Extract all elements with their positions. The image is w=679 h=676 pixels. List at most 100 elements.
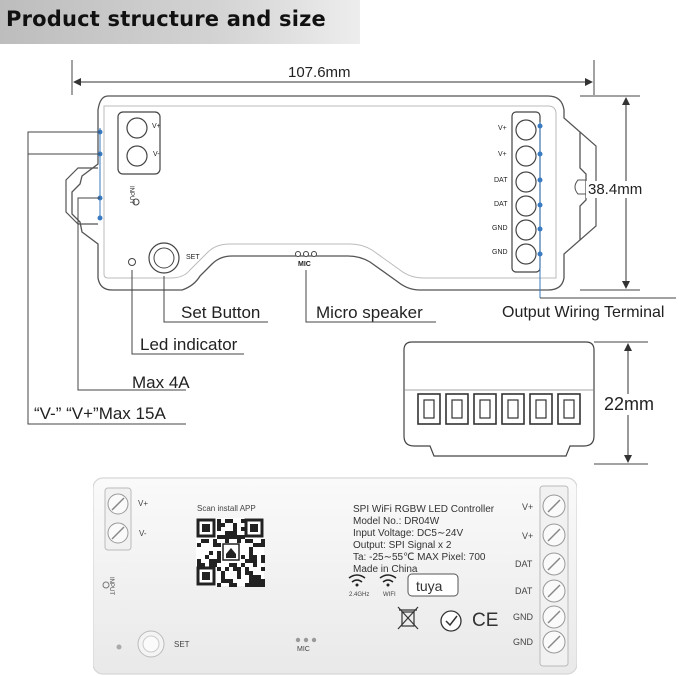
qr-cell bbox=[261, 579, 265, 583]
scan-install-label: Scan install APP bbox=[197, 504, 256, 513]
photo-input-v-minus: V- bbox=[139, 529, 147, 538]
qr-cell bbox=[245, 567, 249, 571]
qr-cell bbox=[225, 539, 229, 543]
qr-cell bbox=[229, 519, 233, 523]
board-edge bbox=[103, 105, 557, 279]
qr-cell bbox=[209, 559, 213, 563]
qr-cell bbox=[213, 543, 217, 547]
controller-outline bbox=[71, 95, 587, 291]
side-view-body bbox=[403, 341, 595, 457]
spec-line: Output: SPI Signal x 2 bbox=[353, 540, 452, 551]
qr-cell bbox=[233, 531, 237, 535]
board-mic-label: MIC bbox=[298, 261, 311, 268]
qr-cell bbox=[217, 567, 221, 571]
qr-cell bbox=[257, 575, 261, 579]
qr-cell bbox=[225, 535, 229, 539]
photo-output-label: DAT bbox=[515, 586, 533, 596]
qr-cell bbox=[225, 579, 229, 583]
output-wiring-dots bbox=[537, 123, 543, 257]
led-indicator-callout: Led indicator bbox=[140, 335, 238, 354]
input-screw-1 bbox=[126, 117, 148, 139]
qr-cell bbox=[253, 579, 257, 583]
qr-cell bbox=[205, 539, 209, 543]
qr-cell bbox=[213, 559, 217, 563]
qr-cell bbox=[217, 555, 221, 559]
qr-cell bbox=[233, 583, 237, 587]
qr-cell bbox=[249, 555, 253, 559]
ce-mark: CE bbox=[472, 610, 499, 631]
width-dimension-label: 38.4mm bbox=[586, 181, 645, 198]
qr-cell bbox=[237, 535, 241, 539]
photo-screw-slot bbox=[111, 526, 125, 540]
qr-cell bbox=[249, 551, 253, 555]
qr-cell bbox=[217, 543, 221, 547]
qr-cell bbox=[245, 583, 249, 587]
qr-cell bbox=[217, 527, 221, 531]
photo-output-label: GND bbox=[513, 637, 533, 647]
photo-mic-label: MIC bbox=[297, 646, 310, 653]
qr-cell bbox=[217, 519, 221, 523]
photo-output-screws bbox=[542, 494, 566, 654]
top-view-drawing bbox=[27, 60, 676, 465]
photo-output-label: DAT bbox=[515, 559, 533, 569]
qr-cell bbox=[253, 583, 257, 587]
qr-cell bbox=[229, 579, 233, 583]
wifi-24ghz-label: 2.4GHz bbox=[349, 592, 370, 598]
micro-speaker-callout: Micro speaker bbox=[316, 303, 423, 322]
qr-cell bbox=[261, 555, 265, 559]
output-wiring-callout: Output Wiring Terminal bbox=[502, 304, 665, 321]
qr-cell bbox=[249, 539, 253, 543]
micro-speaker-leader bbox=[305, 270, 436, 323]
qr-cell bbox=[221, 579, 225, 583]
input-terminal-v-plus: V+ bbox=[152, 123, 161, 130]
qr-cell bbox=[229, 535, 233, 539]
section-header: Product structure and size bbox=[0, 0, 360, 44]
led-indicator-leader bbox=[131, 270, 244, 355]
qr-cell bbox=[213, 563, 217, 567]
qr-cell bbox=[217, 551, 221, 555]
qr-cell bbox=[217, 535, 221, 539]
product-photo bbox=[93, 477, 577, 675]
qr-cell bbox=[249, 583, 253, 587]
input-polarity-icon bbox=[132, 198, 140, 206]
qr-cell bbox=[213, 539, 217, 543]
wifi-label: WIFI bbox=[383, 592, 396, 598]
qr-cell bbox=[241, 519, 245, 523]
max-15a-leader bbox=[27, 131, 186, 425]
qr-cell bbox=[253, 559, 257, 563]
set-button-inner bbox=[153, 247, 175, 269]
qr-cell bbox=[229, 583, 233, 587]
qr-cell bbox=[229, 563, 233, 567]
qr-cell bbox=[225, 531, 229, 535]
qr-cell bbox=[229, 531, 233, 535]
photo-input-v-plus: V+ bbox=[138, 499, 149, 508]
qr-cell bbox=[237, 571, 241, 575]
led-indicator-dot bbox=[128, 258, 136, 266]
qr-cell bbox=[197, 543, 201, 547]
qr-cell bbox=[237, 539, 241, 543]
qr-cell bbox=[245, 559, 249, 563]
qr-cell bbox=[245, 571, 249, 575]
qr-cell bbox=[237, 575, 241, 579]
qr-cell bbox=[261, 539, 265, 543]
qr-cell bbox=[237, 567, 241, 571]
qr-cell bbox=[221, 523, 225, 527]
input-label: INPUT bbox=[128, 186, 134, 204]
qr-cell bbox=[249, 547, 253, 551]
qr-cell bbox=[201, 539, 205, 543]
qr-cell bbox=[225, 567, 229, 571]
tuya-logo bbox=[407, 573, 459, 597]
max-4a-callout: Max 4A bbox=[132, 373, 190, 392]
qr-cell bbox=[249, 579, 253, 583]
qr-cell bbox=[225, 519, 229, 523]
qr-cell bbox=[249, 571, 253, 575]
qr-cell bbox=[233, 567, 237, 571]
board-set-label: SET bbox=[186, 254, 200, 261]
qr-code bbox=[196, 518, 265, 587]
section-title: Product structure and size bbox=[6, 7, 326, 31]
qr-cell bbox=[261, 559, 265, 563]
qr-cell bbox=[233, 535, 237, 539]
qr-cell bbox=[221, 571, 225, 575]
qr-cell bbox=[217, 583, 221, 587]
qr-cell bbox=[257, 579, 261, 583]
